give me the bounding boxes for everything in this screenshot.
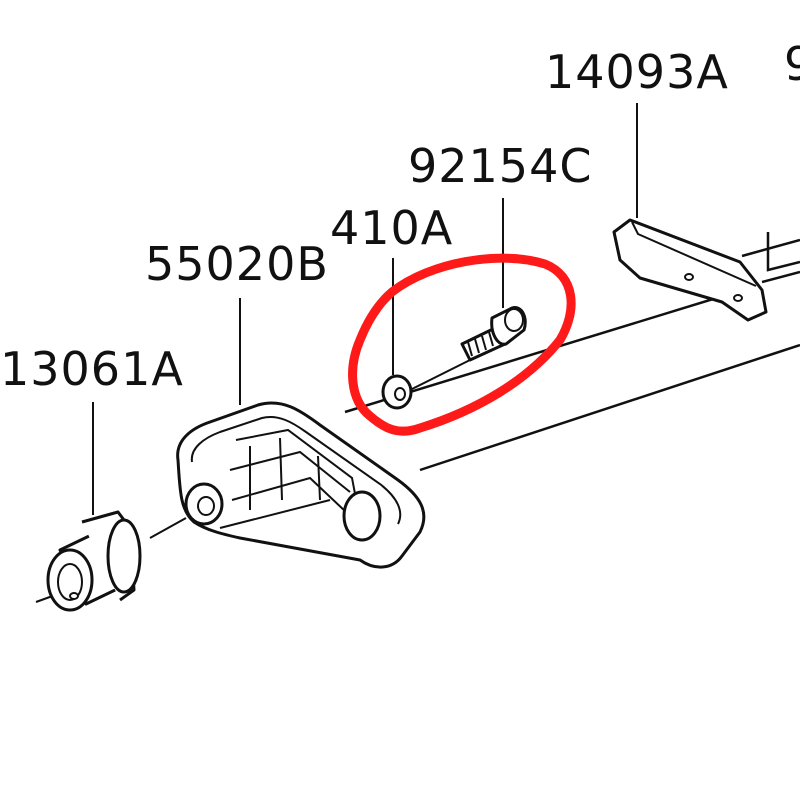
part-label-92154c: 92154C xyxy=(408,139,592,193)
washer-410a xyxy=(381,374,413,410)
part-label-410a: 410A xyxy=(330,201,453,255)
bolt-92154c xyxy=(460,306,527,362)
guide-55020b xyxy=(176,401,426,569)
bracket-14093a xyxy=(612,218,768,322)
leader-lines xyxy=(92,103,638,515)
axis-line-washer xyxy=(409,359,471,391)
part-label-55020b: 55020B xyxy=(145,237,329,291)
part-label-14093a: 14093A xyxy=(545,45,729,99)
highlight-circle xyxy=(348,253,576,436)
axis-line-mid xyxy=(149,517,187,539)
part-label-cut-off: 9 xyxy=(784,37,800,91)
part-label-13061a: 13061A xyxy=(0,342,184,396)
collar-13061a xyxy=(46,510,142,612)
